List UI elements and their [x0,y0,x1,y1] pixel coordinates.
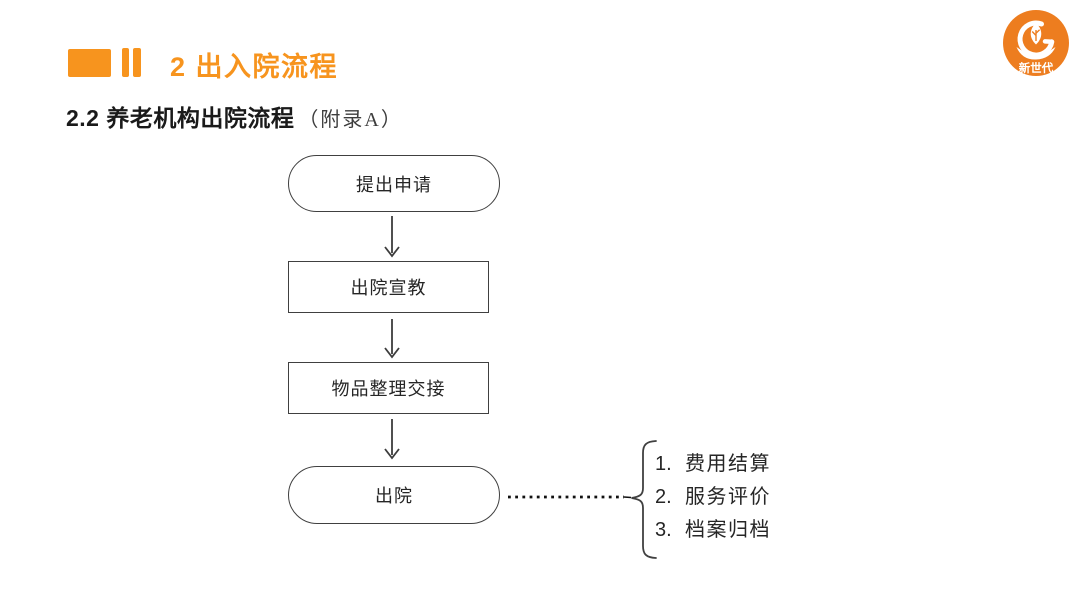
flow-node-discharge: 出院 [288,466,500,524]
curly-brace [631,440,657,559]
flow-node-submit-application: 提出申请 [288,155,500,212]
annotation-number: 2. [655,486,672,508]
annotation-item: 2. 服务评价 [655,485,771,509]
annotation-label: 服务评价 [685,486,771,508]
subsection-title: 2.2 养老机构出院流程 [66,105,295,131]
annotation-label: 档案归档 [685,519,771,541]
annotation-number: 1. [655,453,672,475]
subsection-heading: 2.2 养老机构出院流程 （附录A） [66,99,403,133]
section-title: 2 出入院流程 [170,52,339,82]
annotation-label: 费用结算 [685,453,771,475]
header-accent-tick-2 [133,48,141,77]
subsection-title-suffix: （附录A） [298,109,403,131]
dotted-connector-tail [623,496,632,499]
flow-arrow-3 [384,419,400,460]
leaf-hand-logo-icon: 新世代 [1003,10,1069,76]
annotation-list: 1. 费用结算 2. 服务评价 3. 档案归档 [655,452,771,542]
flow-arrow-2 [384,319,400,359]
flow-node-items-handover: 物品整理交接 [288,362,489,414]
header-accent-tick-1 [122,48,129,77]
brand-logo-text: 新世代 [1019,61,1054,75]
annotation-item: 1. 费用结算 [655,452,771,476]
header-accent-rect [68,49,111,77]
annotation-item: 3. 档案归档 [655,518,771,542]
flow-arrow-1 [384,216,400,258]
flow-node-discharge-education: 出院宣教 [288,261,489,313]
annotation-number: 3. [655,519,672,541]
brand-logo: 新世代 [1003,10,1069,76]
